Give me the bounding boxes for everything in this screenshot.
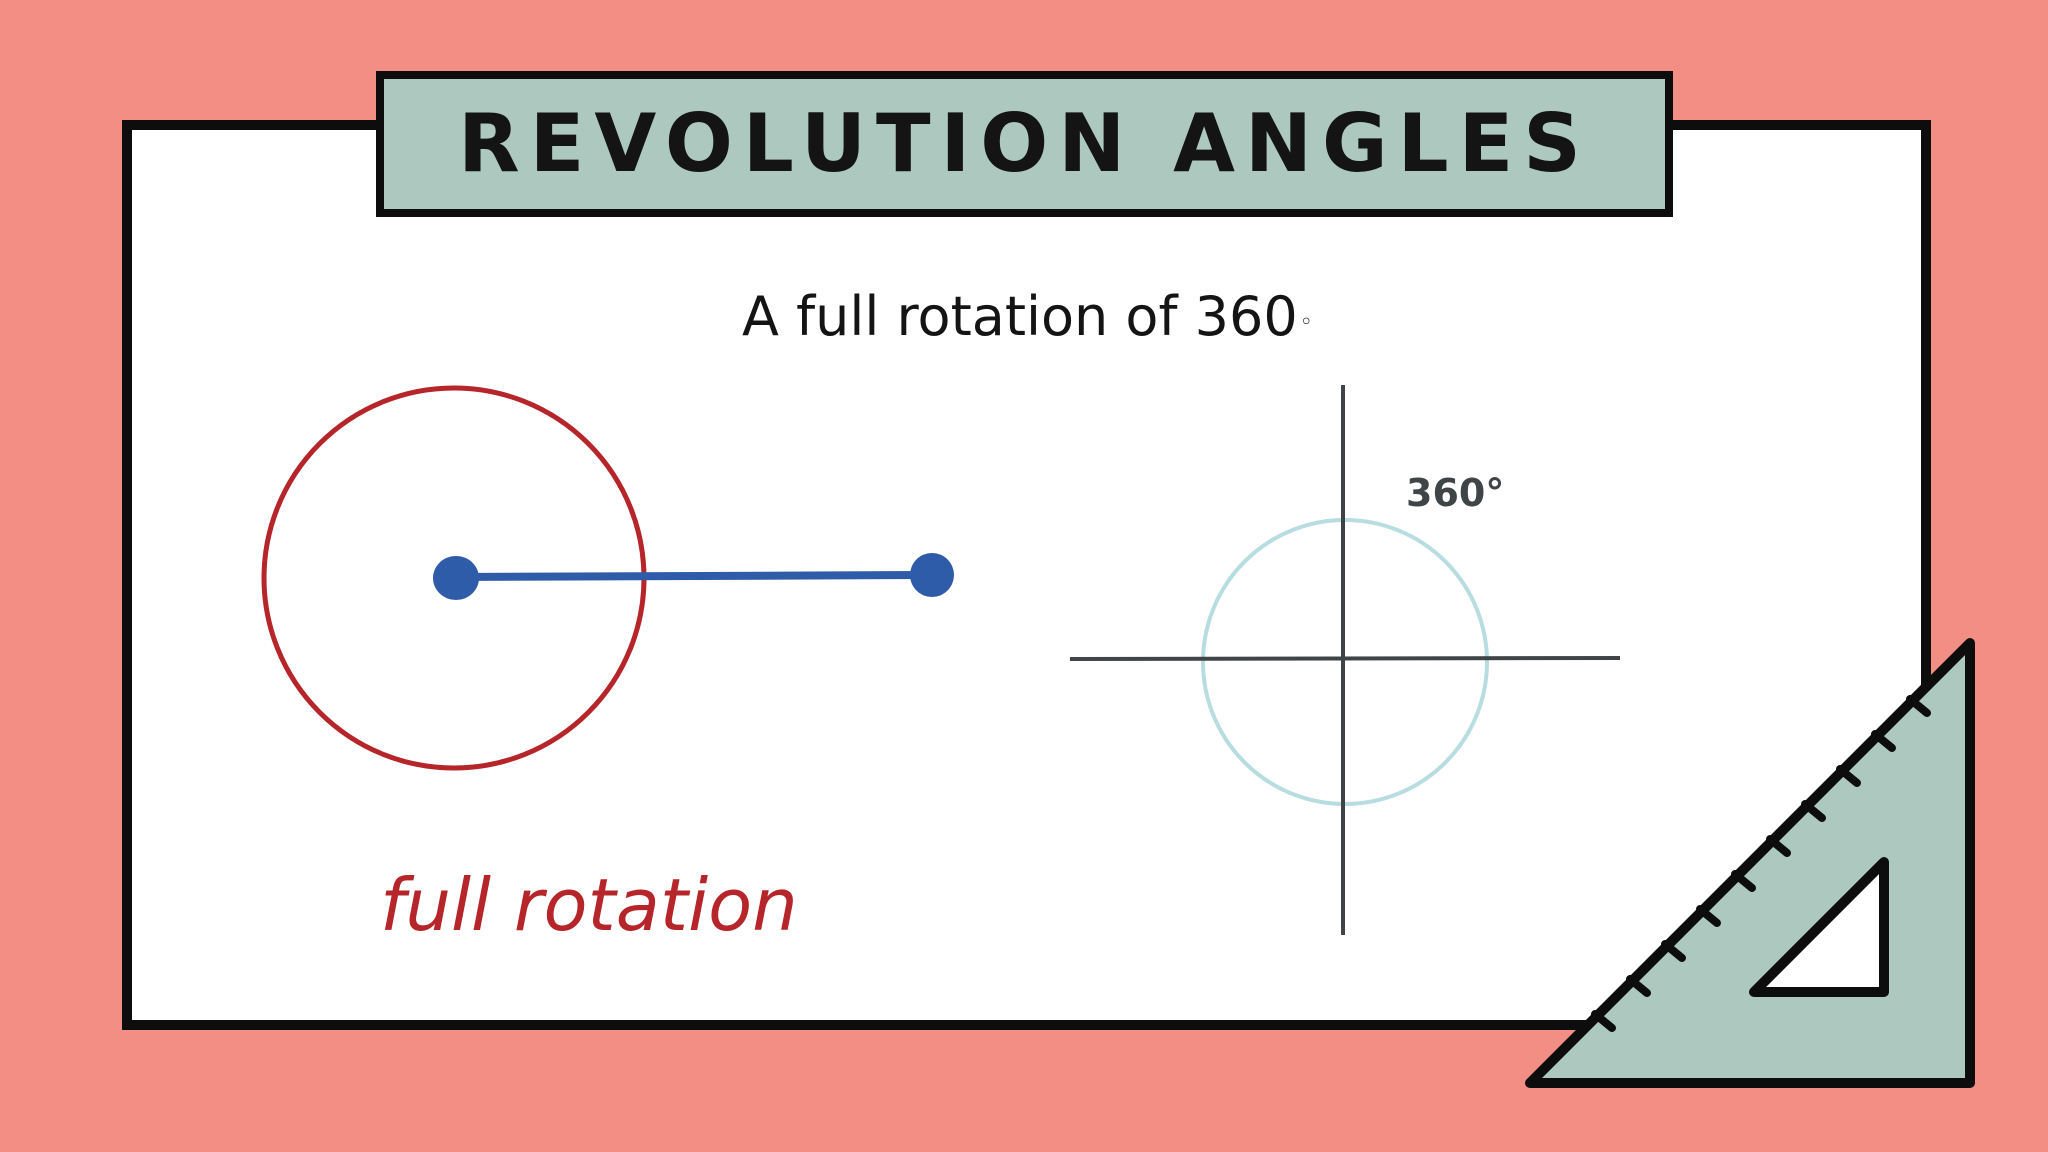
page-title: REVOLUTION ANGLES: [458, 97, 1591, 190]
subtitle-text: A full rotation of 360: [742, 285, 1298, 348]
content-card: [122, 120, 1931, 1030]
set-square-ticks: [1591, 695, 1931, 1032]
title-banner: REVOLUTION ANGLES: [376, 71, 1673, 217]
full-rotation-label: full rotation: [380, 863, 798, 947]
radius-line: [452, 571, 936, 581]
axes-diagram: 360°: [1069, 385, 1621, 935]
end-point: [910, 553, 954, 597]
angle-label: 360°: [1406, 471, 1504, 515]
set-square-icon: [1525, 638, 1975, 1088]
full-rotation-diagram: full rotation: [261, 385, 954, 947]
subtitle: A full rotation of 360◦: [742, 290, 1313, 344]
set-square-cutout: [1749, 857, 1889, 997]
center-point: [433, 556, 479, 600]
degree-symbol: ◦: [1299, 310, 1313, 335]
horizontal-axis: [1069, 656, 1621, 661]
